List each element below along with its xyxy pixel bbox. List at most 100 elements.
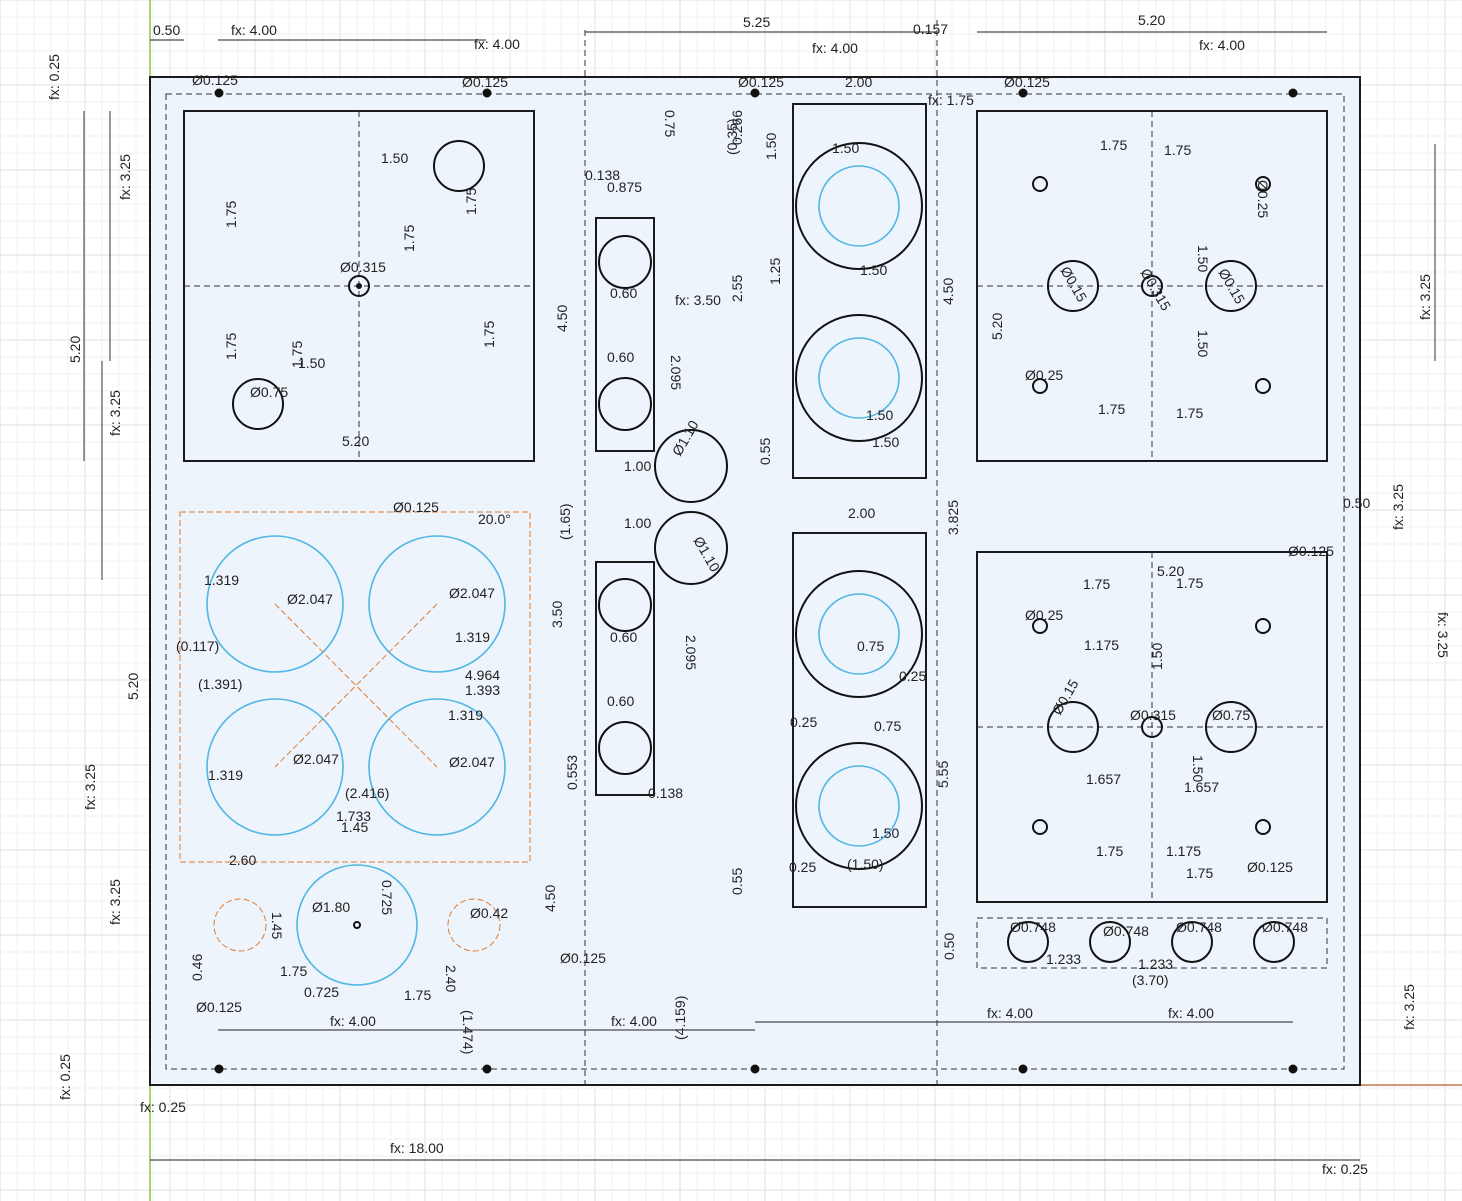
dim-left-v4: 5.20 [125, 673, 141, 700]
pot-hole-top-left[interactable] [433, 140, 485, 192]
panel-strip[interactable] [976, 917, 1328, 969]
mount-label-4: Ø0.125 [560, 950, 606, 966]
dim-bc-5: (1.50) [847, 856, 884, 872]
column-hole-2[interactable] [598, 377, 652, 431]
small-hole-right[interactable] [447, 898, 501, 952]
panel-strip-outline[interactable] [976, 917, 1328, 969]
dim-mid-17: 0.553 [564, 755, 580, 790]
dim-bottom-b1: fx: 4.00 [330, 1013, 376, 1029]
meter-hole-2[interactable] [795, 314, 923, 442]
column-upper-outline[interactable] [595, 217, 655, 452]
dim-left-v3: fx: 3.25 [107, 390, 123, 436]
screw-hole-br-1[interactable] [1032, 618, 1048, 634]
screw-hole-tr-3[interactable] [1032, 378, 1048, 394]
strip-hole-2[interactable] [1089, 921, 1131, 963]
strip-hole-1[interactable] [1007, 921, 1049, 963]
dim-strip-1: Ø0.748 [1103, 923, 1149, 939]
panel-middle-left[interactable] [179, 511, 531, 863]
small-hole-left[interactable] [213, 898, 267, 952]
mount-hole[interactable] [1018, 88, 1028, 98]
dim-br-13: Ø0.75 [1212, 707, 1250, 723]
dim-strip-0: Ø0.748 [1010, 919, 1056, 935]
dim-ml-0: Ø2.047 [287, 591, 333, 607]
mount-label-1: Ø0.125 [738, 74, 784, 90]
pot-hole-br-2[interactable] [1205, 701, 1257, 753]
mount-hole[interactable] [1288, 88, 1298, 98]
fan-hole-bottom-left[interactable] [296, 864, 418, 986]
panel-bottom-center[interactable] [792, 532, 927, 908]
center-hole-top-left[interactable] [348, 275, 370, 297]
pot-hole-br-1[interactable] [1047, 701, 1099, 753]
screw-hole-br-2[interactable] [1255, 618, 1271, 634]
pot-hole-tr-1[interactable] [1047, 260, 1099, 312]
screw-hole-br-3[interactable] [1032, 819, 1048, 835]
dim-top-left-margin: 0.50 [153, 22, 180, 38]
mount-hole[interactable] [1018, 1064, 1028, 1074]
speaker-hole-4[interactable] [368, 698, 506, 836]
dim-bc-8: 0.55 [729, 868, 745, 895]
center-hole-br[interactable] [1141, 716, 1163, 738]
panel-bottom-right[interactable] [976, 551, 1328, 903]
panel-bottom-left[interactable] [213, 864, 501, 986]
dim-bc-3: 0.25 [899, 668, 926, 684]
column-knob-2[interactable] [654, 511, 728, 585]
dim-mid-3: 0.60 [607, 349, 634, 365]
dim-right-gap: 0.50 [1343, 495, 1370, 511]
mount-hole[interactable] [1288, 1064, 1298, 1074]
mount-hole[interactable] [750, 1064, 760, 1074]
jack-hole-top-left[interactable] [232, 378, 284, 430]
speaker-hole-2[interactable] [368, 535, 506, 673]
column-middle[interactable] [595, 217, 728, 796]
mount-label-6: Ø0.125 [1247, 859, 1293, 875]
dim-ml-16: 20.0° [478, 511, 511, 527]
screw-hole-tr-4[interactable] [1255, 378, 1271, 394]
panel-top-center[interactable] [792, 103, 927, 479]
column-knob-1[interactable] [654, 429, 728, 503]
dim-strip-4: 1.233 [1046, 951, 1081, 967]
dim-tc-11: 0.75 [662, 110, 678, 137]
mount-hole[interactable] [482, 88, 492, 98]
dim-top-right-pitch: fx: 4.00 [1199, 37, 1245, 53]
meter-hole-4[interactable] [795, 742, 923, 870]
dim-tl-d6: 1.75 [481, 321, 497, 348]
speaker-hole-1[interactable] [206, 535, 344, 673]
meter-inner-1 [818, 165, 900, 247]
dim-ml-15: (0.117) [176, 638, 219, 654]
meter-inner-2 [818, 337, 900, 419]
panel-top-left[interactable] [183, 110, 535, 462]
mount-hole[interactable] [482, 1064, 492, 1074]
strip-hole-4[interactable] [1253, 921, 1295, 963]
column-hole-4[interactable] [598, 721, 652, 775]
dim-left-v6: fx: 3.25 [107, 879, 123, 925]
meter-hole-3[interactable] [795, 570, 923, 698]
dim-bl-2: 1.45 [269, 912, 285, 939]
dim-ml-11: 1.733 [336, 808, 371, 824]
mount-hole[interactable] [214, 88, 224, 98]
column-hole-3[interactable] [598, 578, 652, 632]
center-hole-tr[interactable] [1141, 275, 1163, 297]
dim-bl-6: 2.40 [443, 965, 459, 992]
screw-hole-tr-1[interactable] [1032, 176, 1048, 192]
mount-label-2: Ø0.125 [1004, 74, 1050, 90]
sheet-outline[interactable] [149, 76, 1361, 1086]
column-hole-1[interactable] [598, 235, 652, 289]
pot-hole-tr-2[interactable] [1205, 260, 1257, 312]
dim-ml-14: (1.391) [198, 676, 242, 692]
meter-hole-1[interactable] [795, 142, 923, 270]
mount-hole[interactable] [214, 1064, 224, 1074]
strip-hole-3[interactable] [1171, 921, 1213, 963]
panel-top-center-outline[interactable] [792, 103, 927, 479]
dim-left-v2: 5.20 [67, 336, 83, 363]
speaker-hole-3[interactable] [206, 698, 344, 836]
panel-bottom-center-outline[interactable] [792, 532, 927, 908]
dim-right-r1: fx: 3.25 [1417, 274, 1433, 320]
dim-ml-1: Ø2.047 [449, 585, 495, 601]
mount-label-0: Ø0.125 [196, 999, 242, 1015]
panel-middle-left-outline[interactable] [179, 511, 531, 863]
screw-hole-br-4[interactable] [1255, 819, 1271, 835]
column-lower-outline[interactable] [595, 561, 655, 796]
screw-hole-tr-2[interactable] [1255, 176, 1271, 192]
mount-hole[interactable] [750, 88, 760, 98]
panel-top-right[interactable] [976, 110, 1328, 462]
